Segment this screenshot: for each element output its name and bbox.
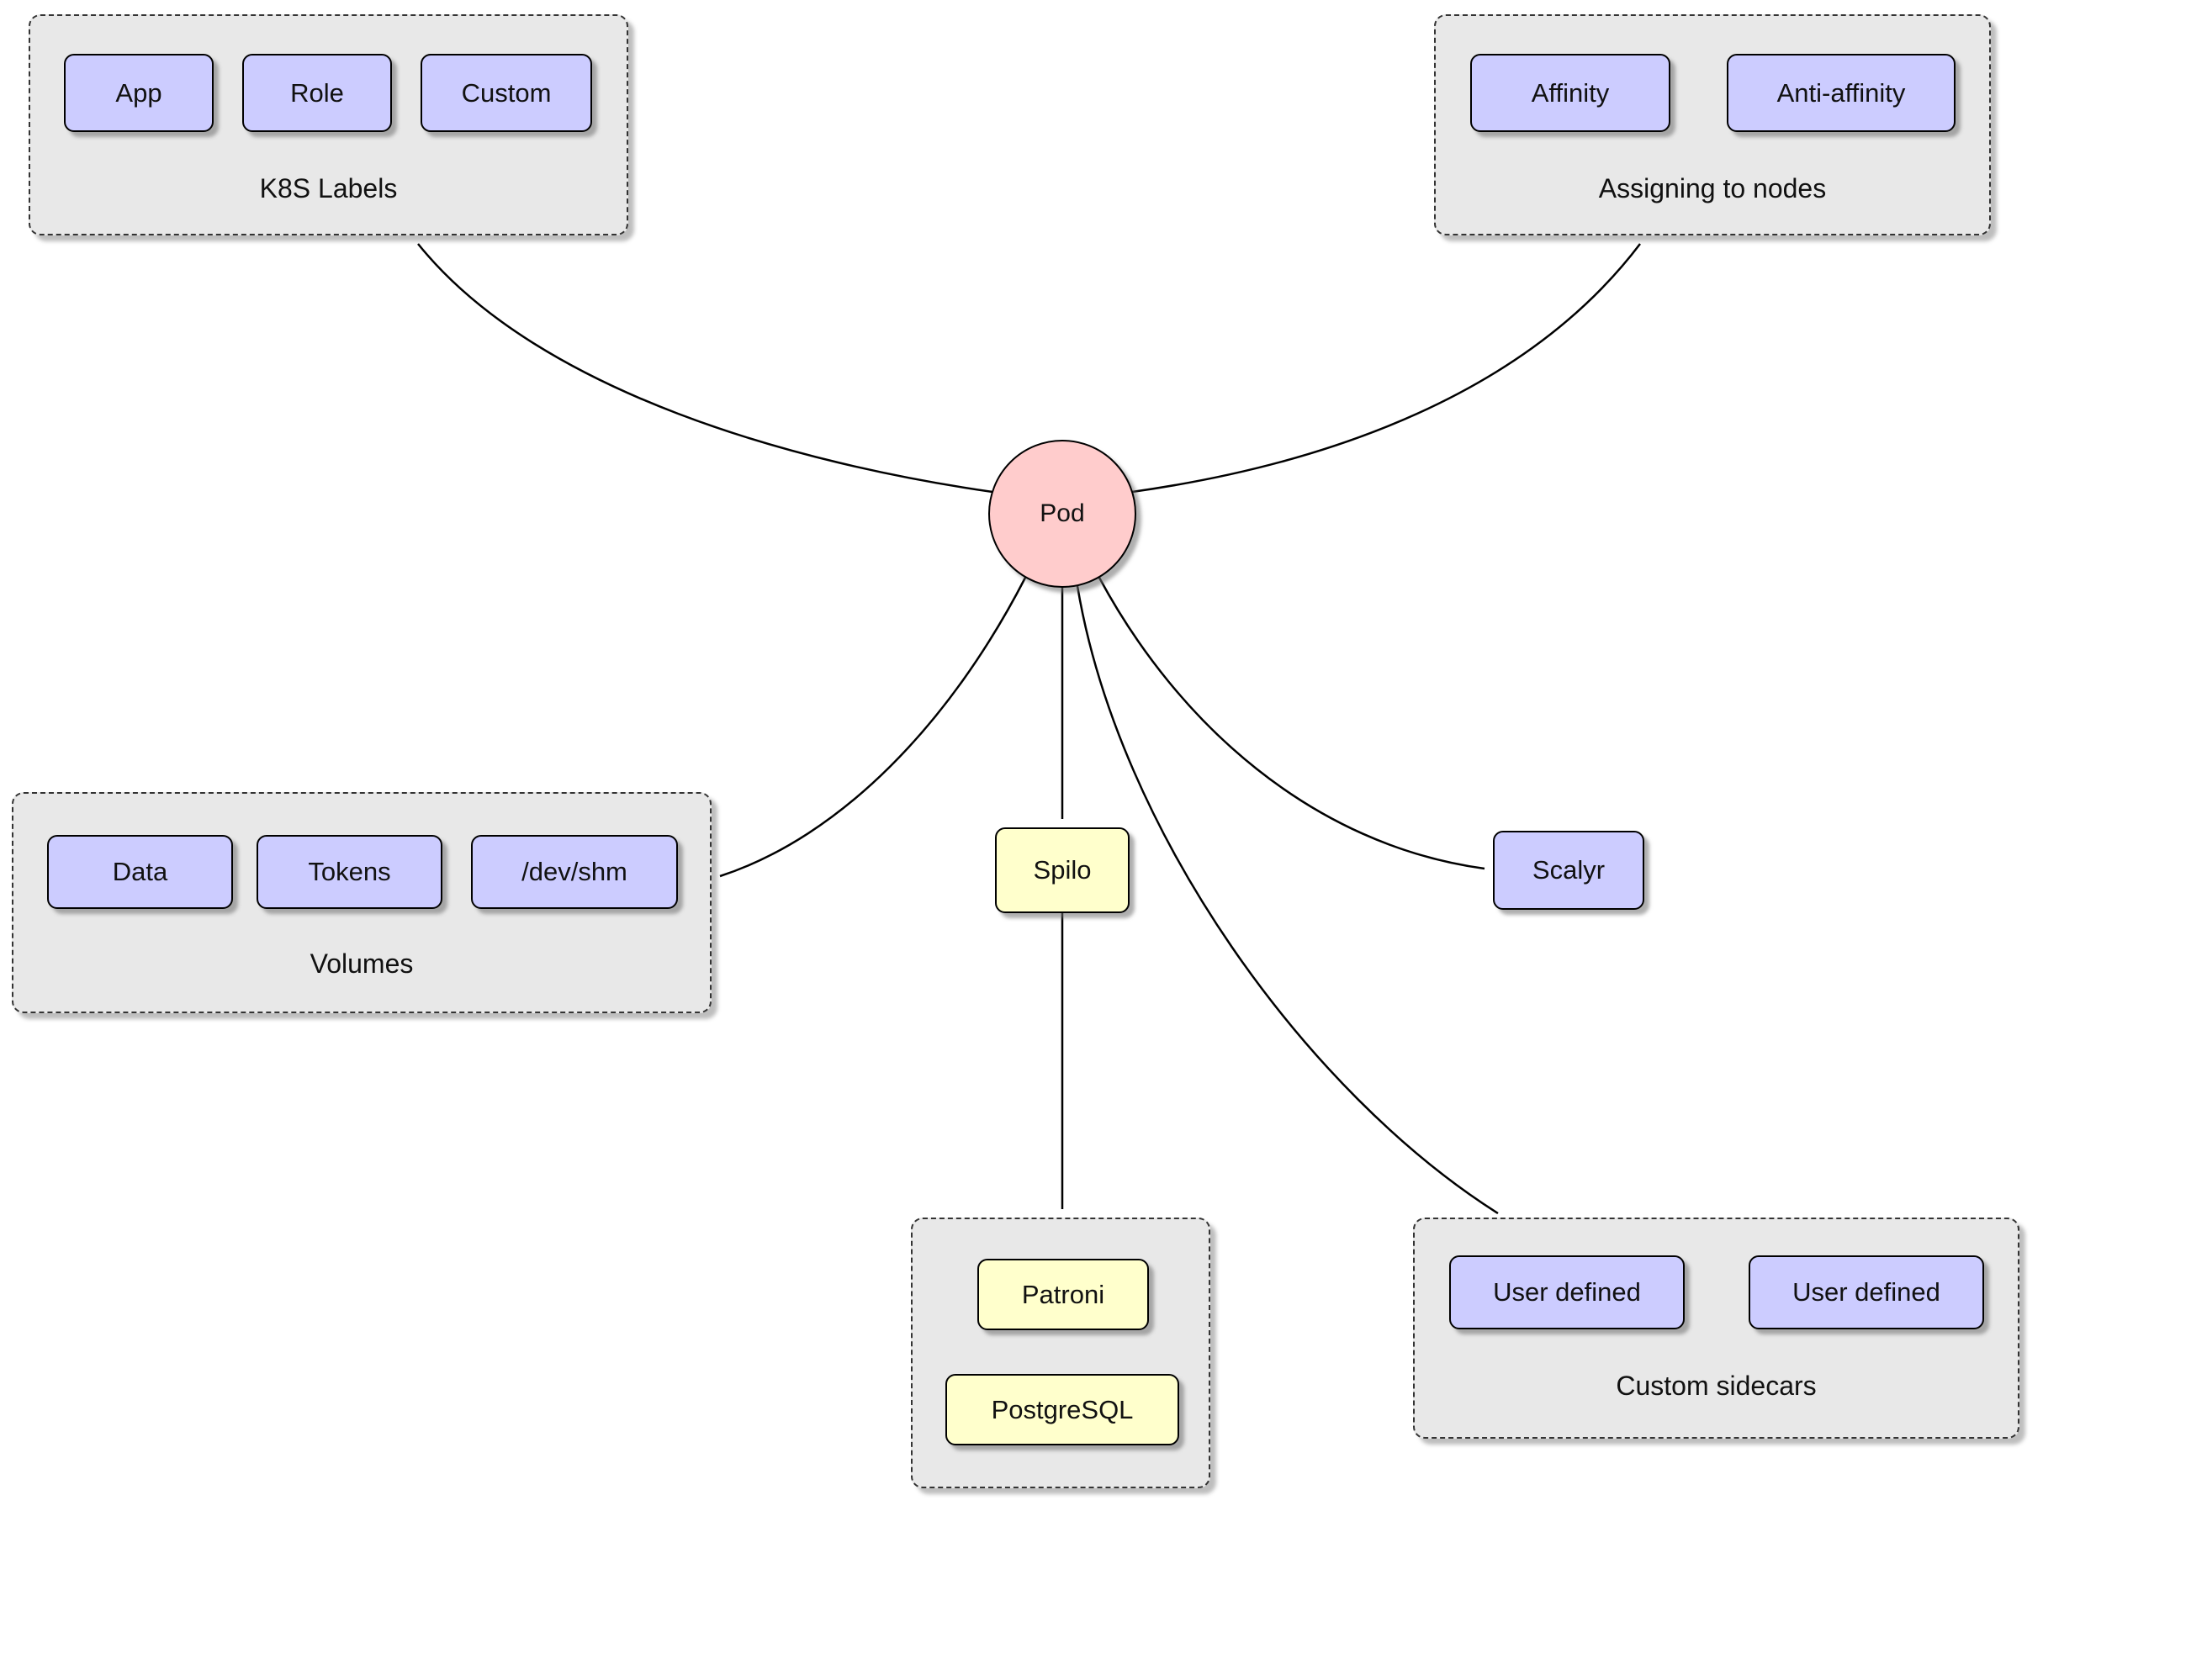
edge-pod-to-k8s-labels	[417, 243, 993, 494]
node-data: Data	[47, 835, 233, 909]
pod-node: Pod	[988, 440, 1136, 588]
node-user-defined-1: User defined	[1449, 1255, 1685, 1329]
node-app: App	[64, 54, 214, 132]
group-custom-sidecars-title: Custom sidecars	[1616, 1371, 1817, 1401]
node-tokens: Tokens	[257, 835, 442, 909]
node-postgresql: PostgreSQL	[945, 1374, 1179, 1445]
node-affinity: Affinity	[1470, 54, 1670, 132]
node-user-defined-2: User defined	[1749, 1255, 1984, 1329]
node-dev-shm: /dev/shm	[471, 835, 678, 909]
node-custom: Custom	[421, 54, 592, 132]
node-anti-affinity: Anti-affinity	[1727, 54, 1956, 132]
edge-pod-to-scalyr	[1098, 577, 1485, 870]
edge-pod-to-custom-sidecars	[1076, 585, 1499, 1215]
edge-pod-to-assigning	[1131, 243, 1641, 494]
group-assigning-title: Assigning to nodes	[1598, 173, 1827, 203]
group-k8s-labels-title: K8S Labels	[259, 173, 398, 203]
node-spilo: Spilo	[995, 827, 1130, 913]
node-role: Role	[242, 54, 392, 132]
node-scalyr: Scalyr	[1493, 831, 1644, 910]
group-volumes-title: Volumes	[310, 948, 414, 979]
edge-pod-to-volumes	[719, 577, 1027, 878]
node-patroni: Patroni	[977, 1259, 1149, 1330]
